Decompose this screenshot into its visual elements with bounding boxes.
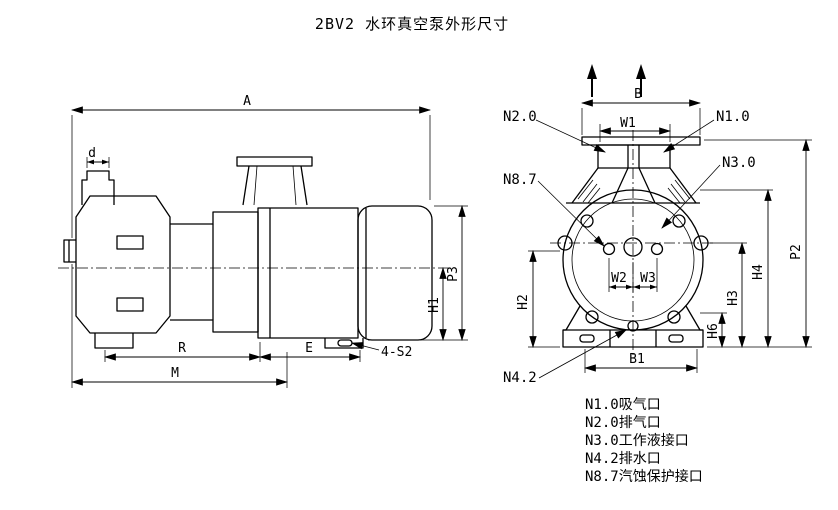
dim-label-w1: W1 <box>620 116 636 131</box>
front-view-outline <box>557 136 709 348</box>
dim-label-p2: P2 <box>789 244 804 260</box>
legend-item: N4.2排水口 <box>585 451 661 467</box>
legend-item: N1.0吸气口 <box>585 397 661 413</box>
dim-label-b1: B1 <box>629 352 645 367</box>
port-label-n2: N2.0 <box>503 109 537 125</box>
dim-label-h3: H3 <box>726 290 741 306</box>
dim-label-d: d <box>88 146 96 161</box>
front-view: B W1 W2 W3 B1 P2 H4 H3 H6 H2 N2.0 N1.0 N… <box>503 64 812 386</box>
side-view-dimensions <box>70 106 468 388</box>
drawing-title: 2BV2 水环真空泵外形尺寸 <box>315 15 509 33</box>
dim-label-h4: H4 <box>751 264 766 280</box>
foot-slot-s2 <box>337 339 353 347</box>
front-view-dimensions <box>528 99 812 379</box>
port-label-n87: N8.7 <box>503 172 537 188</box>
up-arrow-icon <box>636 64 646 79</box>
side-view-outline <box>63 156 433 349</box>
dim-label-e: E <box>305 341 313 356</box>
dim-label-w3: W3 <box>640 271 656 286</box>
dim-label-p3: P3 <box>446 266 461 282</box>
port-label-n1: N1.0 <box>716 109 750 125</box>
drain-port <box>627 320 639 332</box>
dim-label-h6: H6 <box>706 323 721 339</box>
side-view: A d P3 H1 R E M 4-S2 <box>58 94 468 388</box>
legend-item: N3.0工作液接口 <box>585 432 689 449</box>
legend-item: N2.0排气口 <box>585 415 661 431</box>
legend-item: N8.7汽蚀保护接口 <box>585 468 703 485</box>
dim-label-b: B <box>634 87 642 102</box>
up-arrow-icon <box>587 64 597 79</box>
dim-label-m: M <box>171 366 179 381</box>
dim-label-r: R <box>178 341 186 356</box>
port-legend: N1.0吸气口 N2.0排气口 N3.0工作液接口 N4.2排水口 N8.7汽蚀… <box>585 397 703 485</box>
port-label-n3: N3.0 <box>722 155 756 171</box>
dim-label-a: A <box>243 94 251 109</box>
dim-label-h1: H1 <box>427 297 442 313</box>
dim-label-h2: H2 <box>516 294 531 310</box>
port-label-n42: N4.2 <box>503 370 537 386</box>
flow-arrows <box>587 64 646 97</box>
dim-label-s2: 4-S2 <box>381 345 412 360</box>
dim-label-w2: W2 <box>611 271 627 286</box>
